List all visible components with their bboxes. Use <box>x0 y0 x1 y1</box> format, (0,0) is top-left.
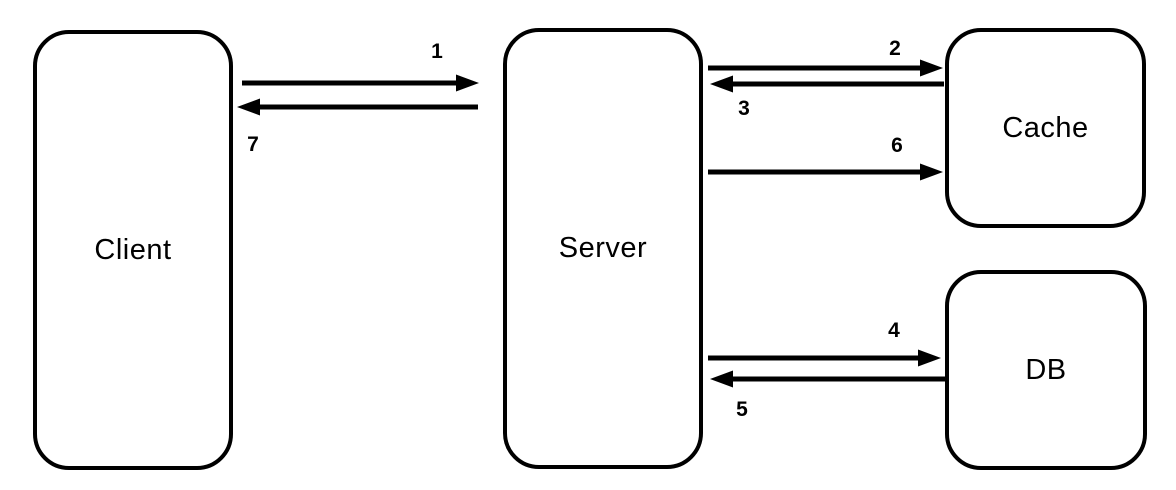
node-client-label: Client <box>94 233 172 266</box>
node-db: DB <box>945 270 1147 470</box>
node-cache-label: Cache <box>1002 111 1089 144</box>
edge-label-3: 3 <box>738 97 750 120</box>
arrow-client-to-server <box>242 74 479 92</box>
edge-label-2: 2 <box>889 37 901 60</box>
edge-label-4: 4 <box>888 319 900 342</box>
edge-label-1: 1 <box>431 40 443 63</box>
edge-label-6: 6 <box>891 134 903 157</box>
arrow-db-to-server <box>710 370 945 388</box>
arrow-server-to-cache-2 <box>708 59 943 77</box>
node-db-label: DB <box>1025 353 1067 386</box>
edge-label-7: 7 <box>247 133 259 156</box>
node-server: Server <box>503 28 703 469</box>
node-server-label: Server <box>558 232 648 264</box>
node-client: Client <box>33 30 233 470</box>
arrow-cache-to-server <box>710 75 944 93</box>
edge-label-5: 5 <box>736 398 748 421</box>
arrow-server-to-db <box>708 349 941 367</box>
arrow-server-to-client <box>237 98 478 116</box>
node-cache: Cache <box>945 28 1146 228</box>
arrow-server-to-cache-6 <box>708 163 943 181</box>
